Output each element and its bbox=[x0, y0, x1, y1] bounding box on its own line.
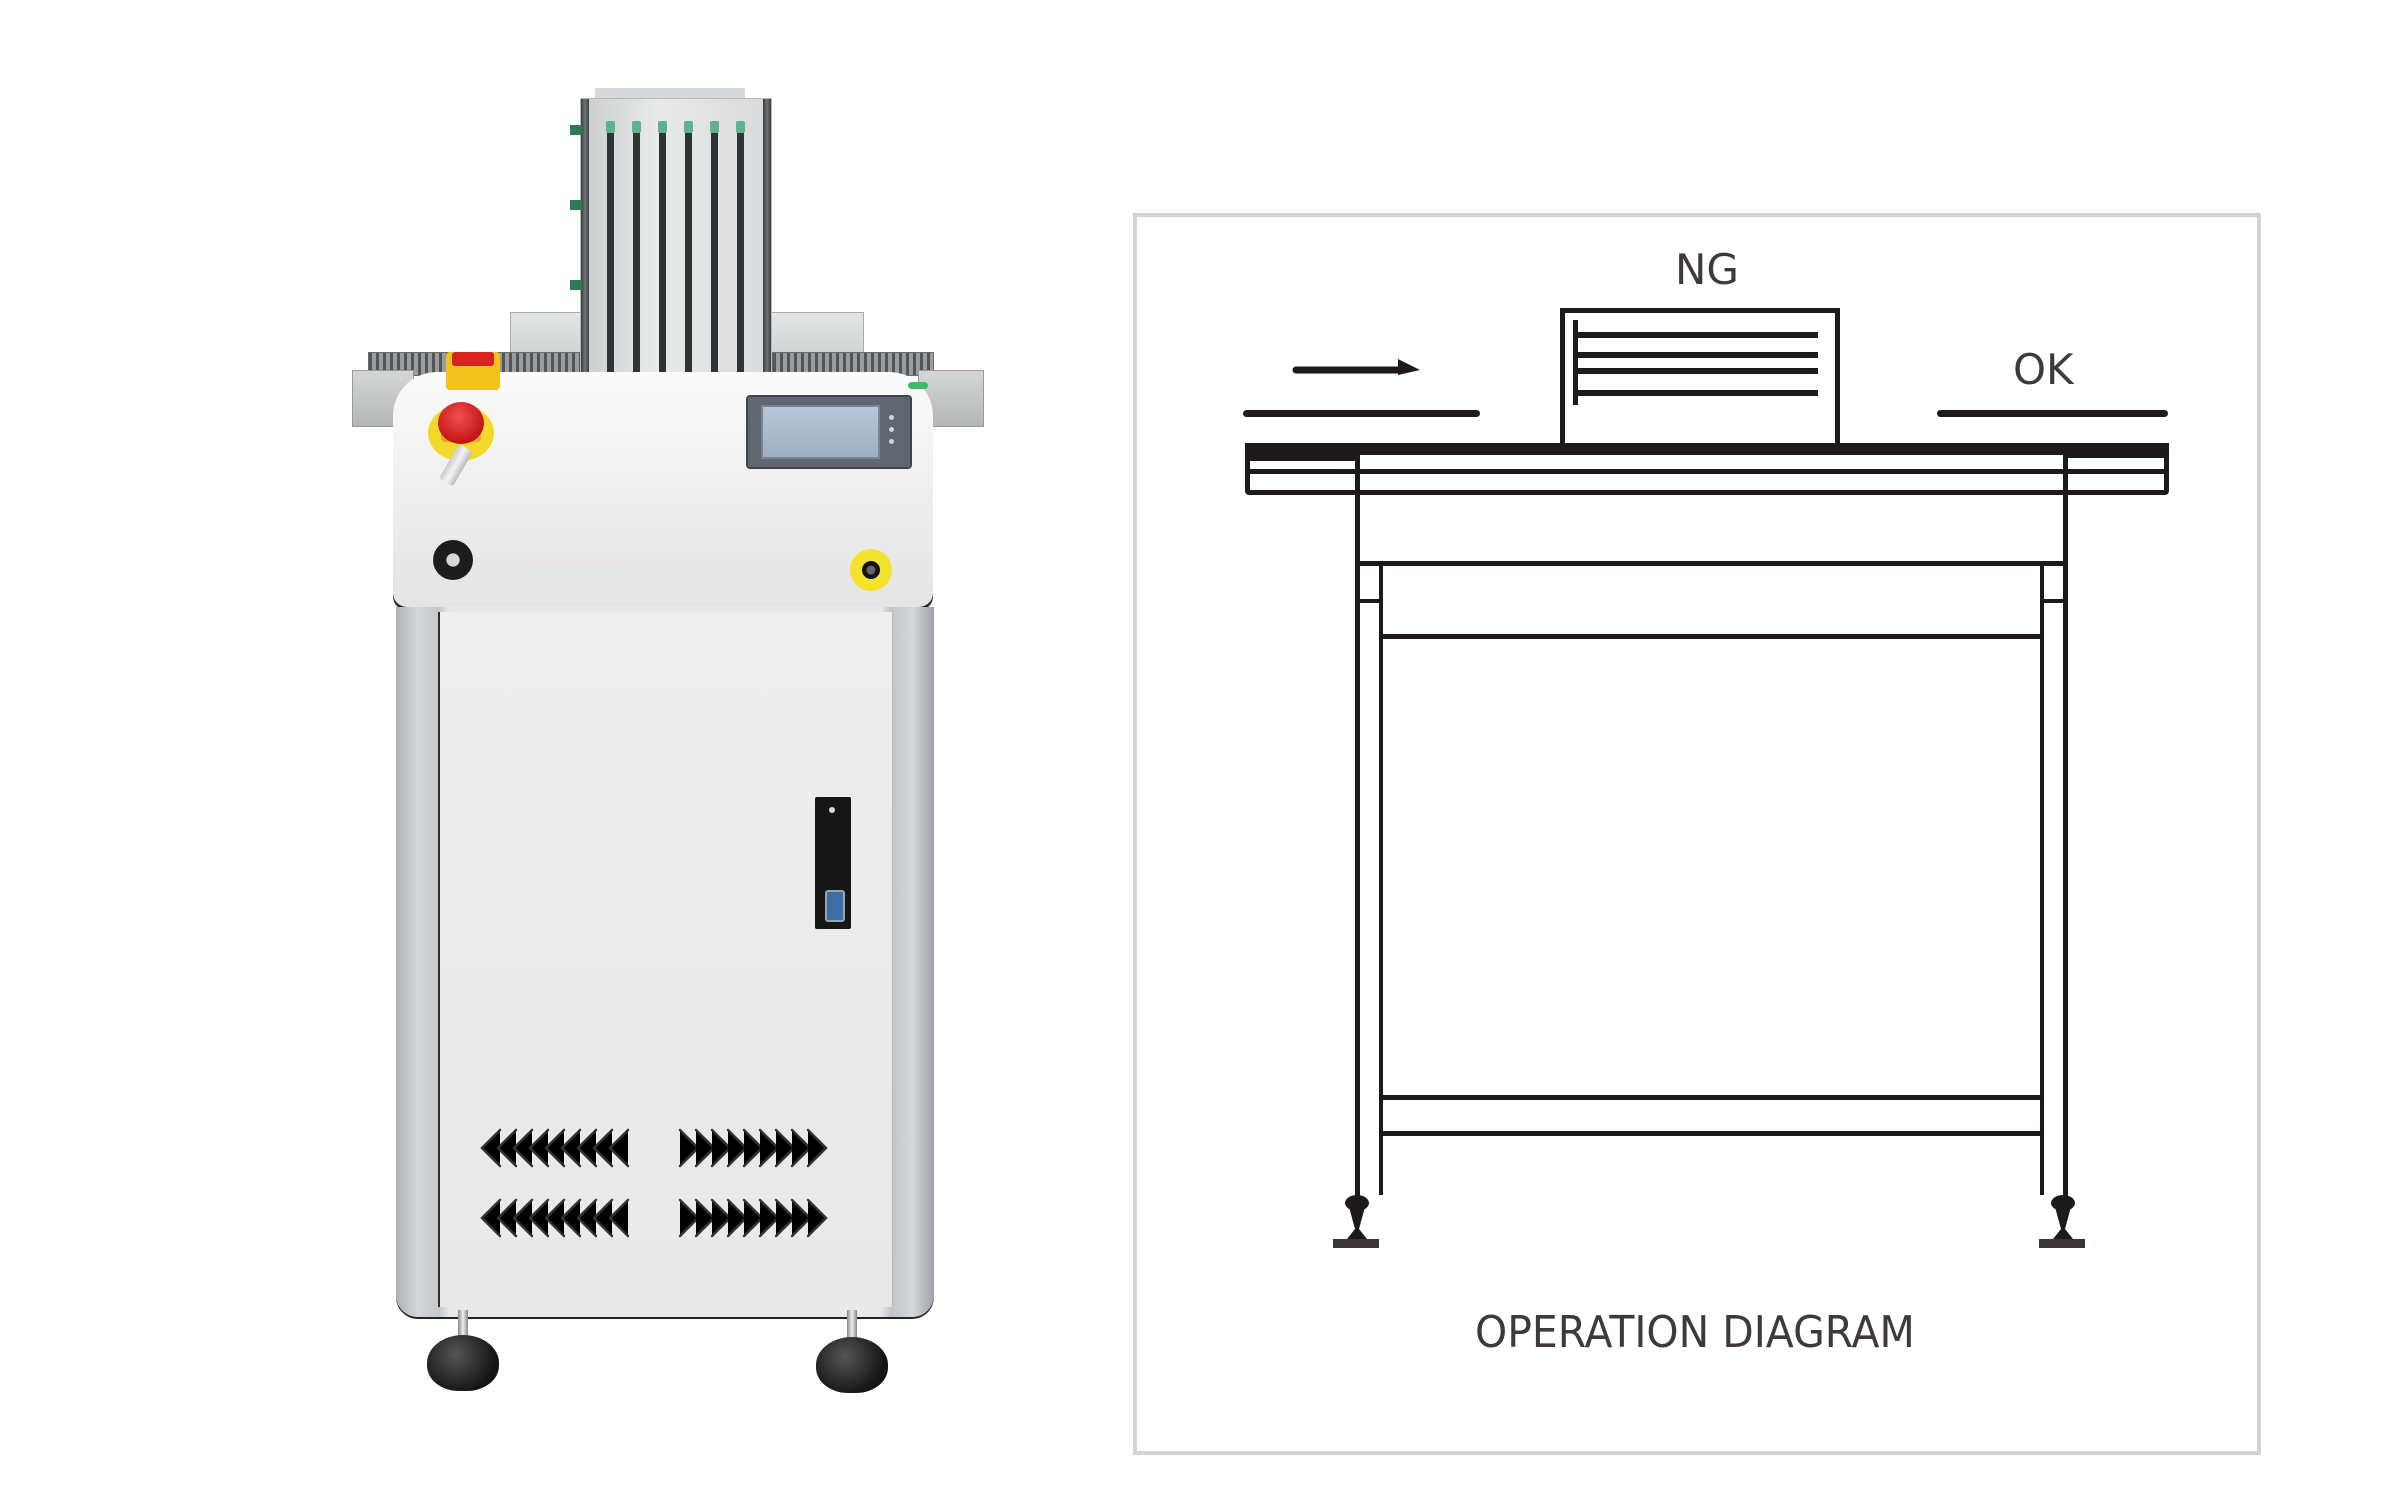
ok-label: OK bbox=[2013, 345, 2074, 394]
ng-label: NG bbox=[1675, 245, 1739, 294]
reset-button[interactable] bbox=[862, 561, 880, 579]
foot-stem bbox=[458, 1310, 468, 1350]
touch-screen[interactable] bbox=[761, 405, 880, 459]
ng-box-inner-post bbox=[1573, 320, 1578, 405]
output-conveyor-line bbox=[1937, 410, 2168, 417]
conveyor-mid-rail bbox=[1245, 469, 2169, 474]
machine-photo bbox=[0, 0, 1100, 1500]
left-inner-leg bbox=[1379, 563, 1383, 1195]
ng-magazine bbox=[580, 98, 772, 380]
magazine-slot bbox=[711, 127, 718, 377]
right-bracket-line bbox=[2042, 599, 2066, 603]
magazine-slot bbox=[659, 127, 666, 377]
leveling-foot-right bbox=[816, 1337, 888, 1393]
input-conveyor-line bbox=[1243, 410, 1480, 417]
flow-arrow-icon bbox=[1292, 359, 1420, 375]
slot-cap bbox=[658, 121, 667, 133]
hmi-indicator-icon bbox=[889, 439, 894, 444]
hmi-indicator-icon bbox=[889, 427, 894, 432]
slot-cap bbox=[684, 121, 693, 133]
vent-left-top bbox=[480, 1128, 630, 1168]
left-foot-icon bbox=[1333, 1195, 1379, 1248]
foot-stem bbox=[847, 1310, 857, 1350]
leveling-foot-left bbox=[427, 1335, 499, 1391]
ng-label-bg bbox=[1577, 237, 1757, 297]
cabinet-door[interactable] bbox=[438, 612, 893, 1307]
slot-cap bbox=[710, 121, 719, 133]
touch-panel[interactable] bbox=[746, 395, 912, 469]
magazine-slot bbox=[737, 127, 744, 377]
magazine-slot bbox=[633, 127, 640, 377]
hmi-indicator-icon bbox=[889, 415, 894, 420]
magazine-side-rail bbox=[763, 99, 771, 379]
handle-screw-icon bbox=[829, 807, 835, 813]
conveyor-top-rail bbox=[1245, 443, 2169, 455]
ng-slat bbox=[1578, 352, 1818, 358]
conveyor-right-end-shade bbox=[2065, 455, 2169, 458]
ng-slat bbox=[1578, 368, 1818, 374]
ng-buffer-box bbox=[1560, 308, 1840, 444]
left-outer-leg bbox=[1355, 455, 1360, 1197]
ng-slat bbox=[1578, 332, 1818, 338]
vent-grille-icon bbox=[480, 1128, 828, 1238]
left-bracket-line bbox=[1360, 599, 1382, 603]
green-tab bbox=[570, 200, 582, 210]
handle-lock-icon bbox=[825, 890, 845, 922]
magazine-side-rail bbox=[581, 99, 589, 379]
emergency-stop-button[interactable] bbox=[438, 402, 484, 444]
diagram-title: OPERATION DIAGRAM bbox=[1475, 1307, 1915, 1358]
slot-cap bbox=[736, 121, 745, 133]
status-led bbox=[908, 382, 928, 389]
ng-slat bbox=[1578, 390, 1818, 396]
upper-crossbar bbox=[1360, 561, 2066, 566]
lower-crossbar bbox=[1383, 1095, 2041, 1100]
second-crossbar bbox=[1383, 634, 2041, 639]
right-outer-leg bbox=[2063, 455, 2068, 1197]
title-label-bg bbox=[1452, 1292, 1952, 1422]
magazine-slot bbox=[607, 127, 614, 377]
right-foot-icon bbox=[2039, 1195, 2085, 1248]
power-switch-lever-icon bbox=[452, 352, 494, 366]
key-lock-switch[interactable] bbox=[433, 540, 473, 580]
magazine-slot bbox=[685, 127, 692, 377]
bottom-crossbar bbox=[1383, 1131, 2041, 1136]
operation-diagram: NG OK OPERATION DIAGRAM bbox=[1133, 213, 2261, 1455]
slot-cap bbox=[606, 121, 615, 133]
green-tab bbox=[570, 280, 582, 290]
green-tab bbox=[570, 125, 582, 135]
right-inner-leg bbox=[2040, 563, 2044, 1195]
conveyor-left-end-shade bbox=[1245, 455, 1355, 461]
slot-cap bbox=[632, 121, 641, 133]
